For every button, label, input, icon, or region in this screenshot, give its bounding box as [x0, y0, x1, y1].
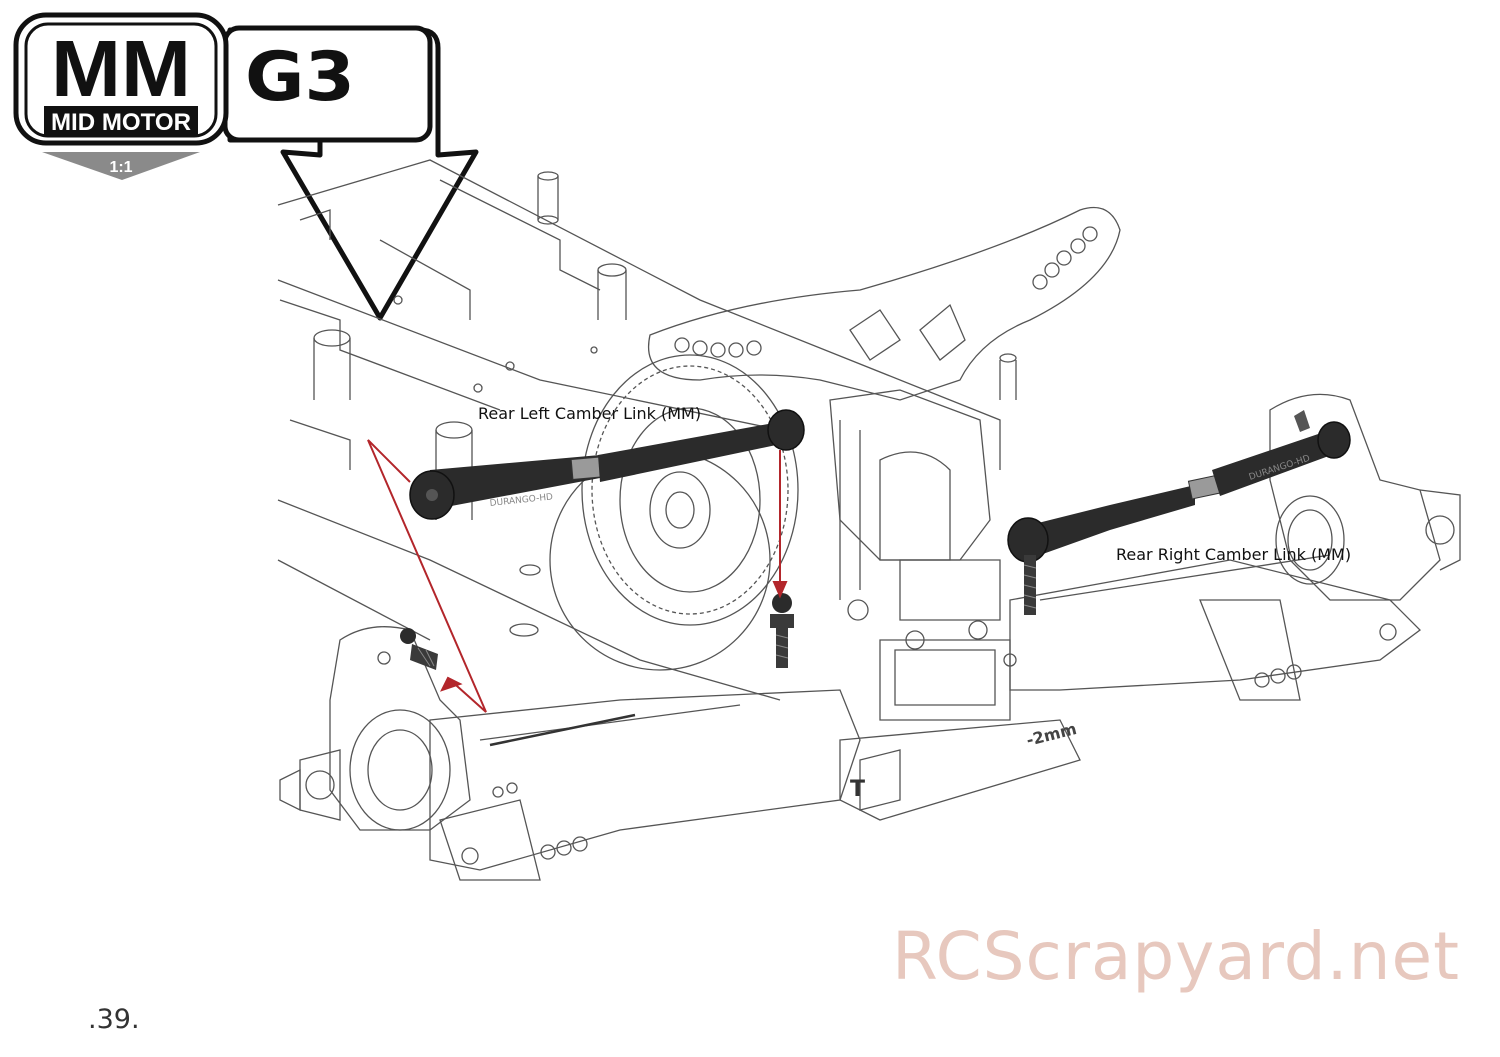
rear-left-link-label: Rear Left Camber Link (MM): [478, 404, 701, 423]
offset-engraving: -2mm: [1024, 719, 1078, 750]
badge-main-text: MM: [51, 24, 191, 113]
scale-label: 1:1: [109, 159, 132, 176]
left-arm-holes: [461, 782, 588, 865]
right-arm-holes: [1254, 623, 1397, 688]
ball-stud-left: [400, 628, 438, 670]
badge-sub-text: MID MOTOR: [51, 109, 191, 136]
page-number: .39.: [88, 1004, 140, 1035]
rear-right-link-label: Rear Right Camber Link (MM): [1116, 545, 1351, 564]
rear-left-camber-link: DURANGO-HD: [409, 409, 805, 520]
rear-right-camber-link: DURANGO-HD: [1007, 410, 1351, 615]
watermark: RCScrapyard.net: [892, 918, 1460, 995]
model-label: G3: [245, 38, 355, 117]
right-hub: [1269, 393, 1461, 601]
left-hub: [279, 626, 471, 831]
brand-mark: T: [850, 777, 865, 802]
left-link-arrow: [367, 439, 487, 713]
spur-gear: [549, 354, 799, 671]
header-badge: MM MID MOTOR 1:1 G3: [13, 12, 479, 321]
ball-stud-center: [770, 593, 794, 668]
assembly-arrows: [367, 439, 788, 713]
chassis-lineart: T -2mm: [277, 159, 1461, 881]
shock-tower-holes: [674, 226, 1098, 358]
scale-tab: [42, 152, 200, 180]
